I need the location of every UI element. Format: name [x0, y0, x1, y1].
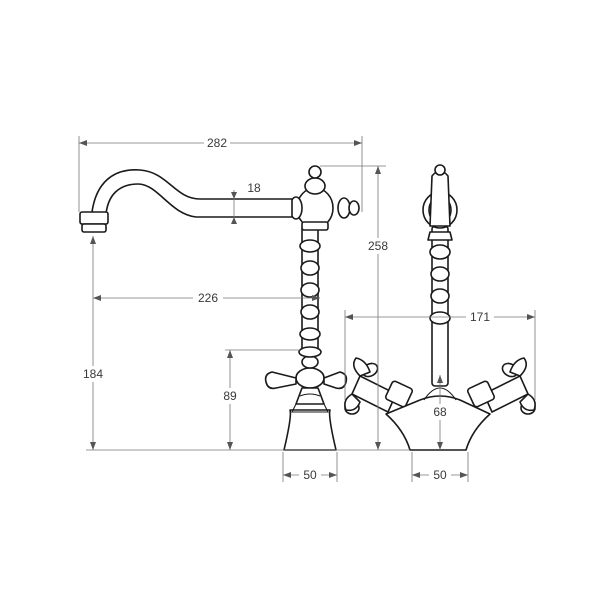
side-view-handle — [264, 355, 348, 405]
front-view-left-handle — [344, 357, 414, 415]
label-184: 184 — [83, 367, 103, 381]
front-view-column — [427, 225, 453, 387]
label-282: 282 — [207, 136, 227, 150]
side-view-column — [298, 225, 322, 358]
label-89: 89 — [223, 389, 237, 403]
side-view — [79, 165, 360, 451]
label-226: 226 — [198, 291, 218, 305]
label-171: 171 — [470, 310, 490, 324]
label-68: 68 — [433, 405, 447, 419]
label-18: 18 — [247, 181, 261, 195]
label-50-side: 50 — [303, 468, 317, 482]
dimension-labels: 282 18 258 226 171 184 89 68 50 50 — [79, 135, 494, 483]
front-view-right-handle — [466, 357, 536, 415]
front-view-base — [385, 395, 491, 451]
side-view-top-knob — [289, 165, 360, 231]
label-258: 258 — [368, 239, 388, 253]
side-view-spout — [79, 169, 293, 233]
front-view-top-knob — [422, 164, 458, 229]
side-view-base — [283, 409, 337, 451]
front-view — [344, 164, 536, 451]
label-50-front: 50 — [433, 468, 447, 482]
